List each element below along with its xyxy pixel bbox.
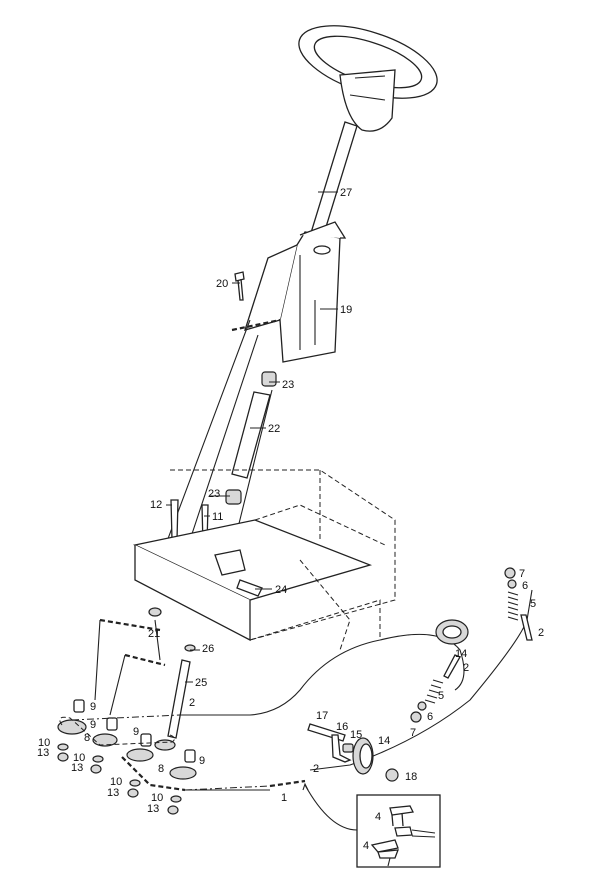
column-bracket <box>244 221 347 363</box>
shaft-25 <box>167 659 191 739</box>
pin-24 <box>236 579 263 597</box>
bolt-20 <box>234 271 245 301</box>
callout-8: 8 <box>158 763 164 775</box>
callout-13: 13 <box>37 747 49 759</box>
callout-14-lower: 14 <box>378 735 390 747</box>
chain-1 <box>269 779 306 788</box>
bushing-23-lower <box>225 489 242 505</box>
callout-12: 12 <box>150 499 162 511</box>
callout-10: 10 <box>151 792 163 804</box>
callout-2-right: 2 <box>538 627 544 639</box>
callout-9: 9 <box>90 701 96 713</box>
spring-assembly-right <box>504 567 533 641</box>
callout-16: 16 <box>336 721 348 733</box>
callout-13: 13 <box>71 762 83 774</box>
callout-6-left: 6 <box>427 711 433 723</box>
inset-chain-link-detail <box>370 805 436 867</box>
spacer-15 <box>342 743 354 753</box>
callout-25: 25 <box>195 677 207 689</box>
steering-wheel <box>298 25 438 132</box>
callout-22: 22 <box>268 423 280 435</box>
bushing-23-upper <box>261 371 277 387</box>
callout-17: 17 <box>316 710 328 722</box>
callout-7-left: 7 <box>410 727 416 739</box>
nut-18 <box>385 768 399 782</box>
callout-10: 10 <box>73 752 85 764</box>
washer-21 <box>148 607 162 617</box>
callout-9: 9 <box>133 726 139 738</box>
callout-26: 26 <box>202 643 214 655</box>
callout-2-left: 2 <box>189 697 195 709</box>
callout-11: 11 <box>212 511 223 523</box>
callout-2-middle: 2 <box>463 662 469 674</box>
callout-5-right: 5 <box>530 598 536 610</box>
callout-6-right: 6 <box>522 580 528 592</box>
tube-22 <box>231 391 271 479</box>
callout-19: 19 <box>340 304 352 316</box>
callout-1: 1 <box>281 792 287 804</box>
callout-7-right: 7 <box>519 568 525 580</box>
callout-labels: 27 20 19 23 22 23 12 11 24 21 26 25 2 9 … <box>37 187 544 852</box>
callout-10: 10 <box>110 776 122 788</box>
callout-21: 21 <box>148 628 160 640</box>
callout-23-lower: 23 <box>208 488 220 500</box>
callout-2-lower: 2 <box>313 763 319 775</box>
inset-pointer <box>304 784 358 831</box>
callout-9: 9 <box>90 719 96 731</box>
pulley-14-upper <box>435 619 469 645</box>
tractor-frame <box>132 469 396 651</box>
callout-13: 13 <box>107 787 119 799</box>
callout-4-upper: 4 <box>375 811 381 823</box>
callout-8: 8 <box>84 732 90 744</box>
callout-10: 10 <box>38 737 50 749</box>
callout-20: 20 <box>216 278 228 290</box>
bolt-12 <box>170 499 179 541</box>
callout-18: 18 <box>405 771 417 783</box>
callout-23-upper: 23 <box>282 379 294 391</box>
callout-4-lower: 4 <box>363 840 369 852</box>
pulley-14-lower <box>352 737 374 775</box>
callout-13: 13 <box>147 803 159 815</box>
callout-24: 24 <box>275 584 287 596</box>
callout-9: 9 <box>199 755 205 767</box>
callout-14-upper: 14 <box>455 648 467 660</box>
spring-assembly-left <box>410 654 461 723</box>
bracket-16 <box>331 734 352 763</box>
callout-27: 27 <box>340 187 352 199</box>
callout-15: 15 <box>350 729 362 741</box>
callout-5-left: 5 <box>438 690 444 702</box>
